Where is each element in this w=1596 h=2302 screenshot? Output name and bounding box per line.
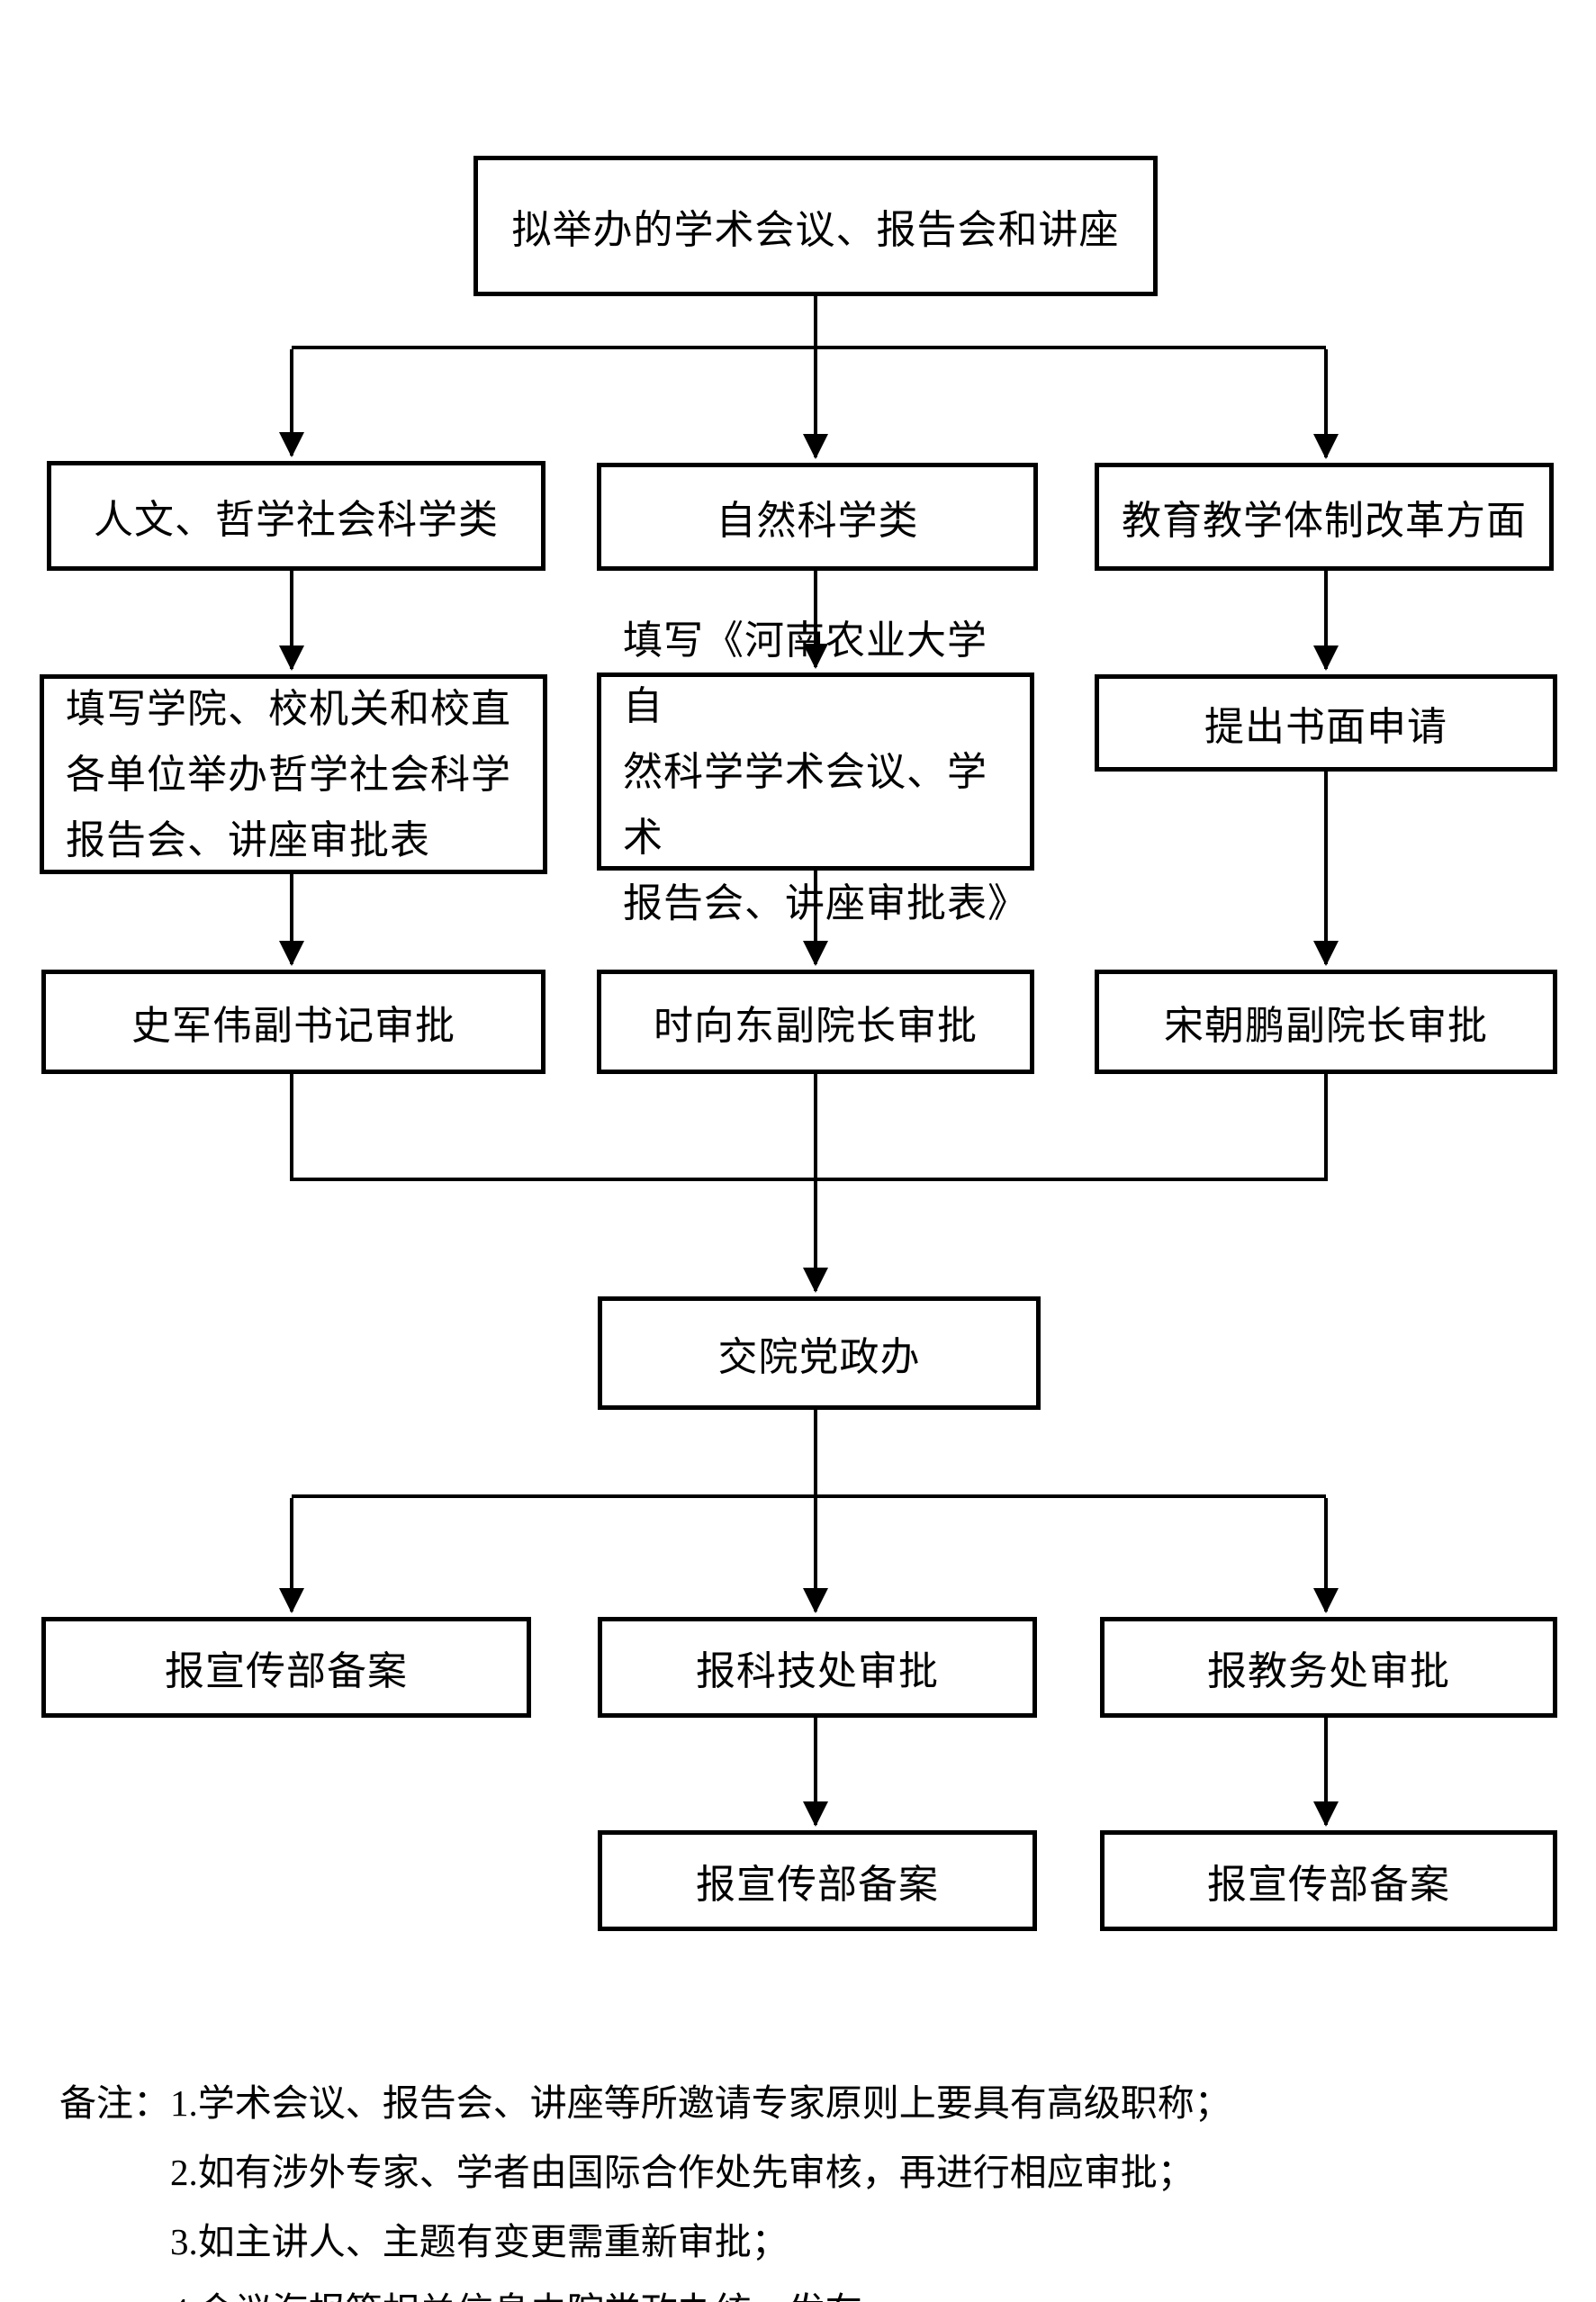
node-category-education-label: 教育教学体制改革方面 <box>1122 499 1527 543</box>
node-start-label: 拟举办的学术会议、报告会和讲座 <box>511 208 1120 252</box>
node-start: 拟举办的学术会议、报告会和讲座 <box>473 156 1158 296</box>
node-office: 交院党政办 <box>598 1296 1041 1410</box>
node-written-request: 提出书面申请 <box>1095 674 1557 772</box>
remark-item-2: 2.如有涉外专家、学者由国际合作处先审核，再进行相应审批； <box>170 2152 1195 2193</box>
node-approve-shijunwei-label: 史军伟副书记审批 <box>131 1004 455 1048</box>
node-form-natural: 填写《河南农业大学自 然科学学术会议、学术 报告会、讲座审批表》 <box>597 618 1034 925</box>
node-category-education: 教育教学体制改革方面 <box>1095 463 1554 571</box>
node-form-humanities-line1: 填写学院、校机关和校直 <box>66 686 511 731</box>
node-record-propaganda-right: 报宣传部备案 <box>1100 1830 1557 1931</box>
node-approve-shijunwei: 史军伟副书记审批 <box>41 970 546 1074</box>
remark-item-3: 3.如主讲人、主题有变更需重新审批； <box>170 2221 789 2262</box>
node-approve-scitech: 报科技处审批 <box>598 1617 1037 1718</box>
remarks-label: 备注： <box>59 2082 170 2124</box>
node-form-humanities: 填写学院、校机关和校直 各单位举办哲学社会科学 报告会、讲座审批表 <box>40 674 547 874</box>
node-form-humanities-line3: 报告会、讲座审批表 <box>66 817 430 862</box>
node-approve-shixiangdong-label: 时向东副院长审批 <box>654 1004 978 1048</box>
node-category-natural: 自然科学类 <box>597 463 1038 571</box>
remark-item-4: 4.会议海报等相关信息由院党政办统一发布。 <box>170 2277 1464 2302</box>
remarks-block: 备注：1.学术会议、报告会、讲座等所邀请专家原则上要具有高级职称； 2.如有涉外… <box>59 2069 1464 2302</box>
node-category-humanities-label: 人文、哲学社会科学类 <box>94 498 499 542</box>
node-written-request-label: 提出书面申请 <box>1204 705 1447 749</box>
node-record-propaganda-left: 报宣传部备案 <box>41 1617 531 1718</box>
node-record-propaganda-right-label: 报宣传部备案 <box>1207 1863 1450 1907</box>
node-approve-shixiangdong: 时向东副院长审批 <box>597 970 1034 1074</box>
node-approve-songchaopeng: 宋朝鹏副院长审批 <box>1095 970 1557 1074</box>
node-record-propaganda-left-label: 报宣传部备案 <box>165 1649 408 1693</box>
node-approve-songchaopeng-label: 宋朝鹏副院长审批 <box>1164 1004 1488 1048</box>
node-form-natural-line3: 报告会、讲座审批表》 <box>623 880 1028 925</box>
remark-line-1: 备注：1.学术会议、报告会、讲座等所邀请专家原则上要具有高级职称； <box>59 2069 1464 2138</box>
remark-item-1: 1.学术会议、报告会、讲座等所邀请专家原则上要具有高级职称； <box>170 2082 1231 2124</box>
node-record-propaganda-mid-label: 报宣传部备案 <box>696 1863 939 1907</box>
node-approve-academic-affairs: 报教务处审批 <box>1100 1617 1557 1718</box>
node-form-humanities-line2: 各单位举办哲学社会科学 <box>66 752 511 797</box>
node-record-propaganda-mid: 报宣传部备案 <box>598 1830 1037 1931</box>
node-category-natural-label: 自然科学类 <box>716 499 919 543</box>
node-approve-scitech-label: 报科技处审批 <box>696 1649 939 1693</box>
node-form-natural-line1: 填写《河南农业大学自 <box>623 618 987 728</box>
node-form-natural-line2: 然科学学术会议、学术 <box>623 749 987 860</box>
node-approve-academic-affairs-label: 报教务处审批 <box>1207 1649 1450 1693</box>
node-category-humanities: 人文、哲学社会科学类 <box>47 461 546 571</box>
node-office-label: 交院党政办 <box>717 1335 921 1379</box>
